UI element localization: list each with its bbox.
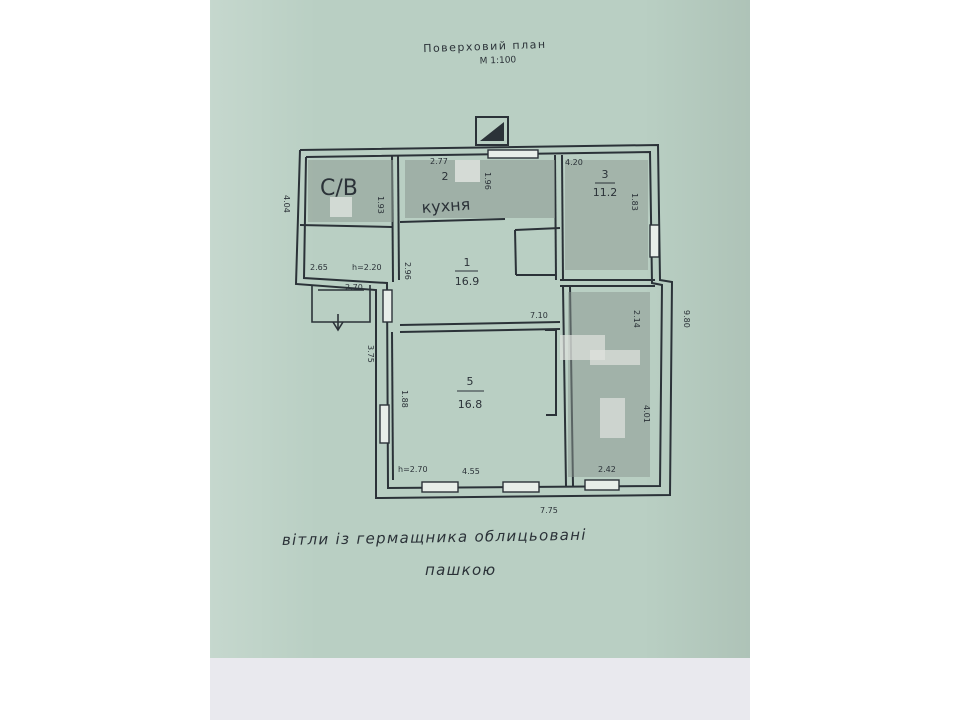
bathroom-label: С/В bbox=[320, 176, 358, 201]
dimension-label: 1.93 bbox=[376, 196, 385, 214]
dimension-label: 2.70 bbox=[345, 283, 363, 292]
dimension-label: 2.42 bbox=[598, 465, 616, 474]
room-1-number: 1 bbox=[464, 256, 471, 269]
room-3-number: 3 bbox=[602, 168, 609, 181]
sheet-shading bbox=[210, 0, 750, 658]
smudges bbox=[308, 160, 650, 477]
note-line-2: пашкою bbox=[425, 561, 496, 579]
outer-walls bbox=[294, 143, 674, 500]
dimension-label: 4.04 bbox=[282, 195, 291, 213]
porch bbox=[311, 285, 371, 332]
dimension-label: 2.77 bbox=[430, 157, 448, 166]
sheet-edge bbox=[210, 658, 750, 720]
plan-scale: М 1:100 bbox=[479, 55, 516, 66]
room-5-area: 16.8 bbox=[458, 398, 483, 411]
dimension-label: 1.88 bbox=[400, 390, 409, 408]
room-3-area: 11.2 bbox=[593, 186, 618, 199]
room-2-number: 2 bbox=[442, 170, 449, 183]
dimension-label: 1.96 bbox=[483, 172, 492, 190]
windows bbox=[379, 149, 660, 493]
dimension-label: 4.20 bbox=[565, 158, 583, 167]
dimension-label: 2.65 bbox=[310, 263, 328, 272]
dim-hall-width: 7.10 bbox=[530, 311, 548, 320]
scanned-sheet bbox=[210, 0, 750, 658]
dimension-label: h=2.20 bbox=[352, 263, 382, 272]
dim-ceiling-height: h=2.70 bbox=[398, 465, 428, 474]
dimension-label: 2.96 bbox=[403, 262, 412, 280]
dim-side: 3.75 bbox=[366, 345, 375, 363]
note-line-1: вітли із гермащника облицьовані bbox=[282, 526, 587, 549]
room-5-number: 5 bbox=[467, 375, 474, 388]
misc-dimensions: 4.04 2.65 h=2.20 2.70 2.77 1.96 1.93 4.2… bbox=[282, 157, 651, 476]
dim-total-width: 7.75 bbox=[540, 506, 558, 515]
dim-total-depth: 9.80 bbox=[682, 310, 691, 328]
dimension-label: 2.14 bbox=[632, 310, 641, 328]
plan-title: Поверховий план bbox=[423, 38, 547, 55]
dimension-label: 4.55 bbox=[462, 467, 480, 476]
chimney bbox=[475, 116, 509, 146]
kitchen-label: кухня bbox=[421, 195, 471, 217]
room-1-area: 16.9 bbox=[455, 275, 480, 288]
dimension-label: 4.01 bbox=[642, 405, 651, 423]
chimney-hatch bbox=[480, 122, 504, 141]
dimension-label: 1.83 bbox=[630, 193, 639, 211]
